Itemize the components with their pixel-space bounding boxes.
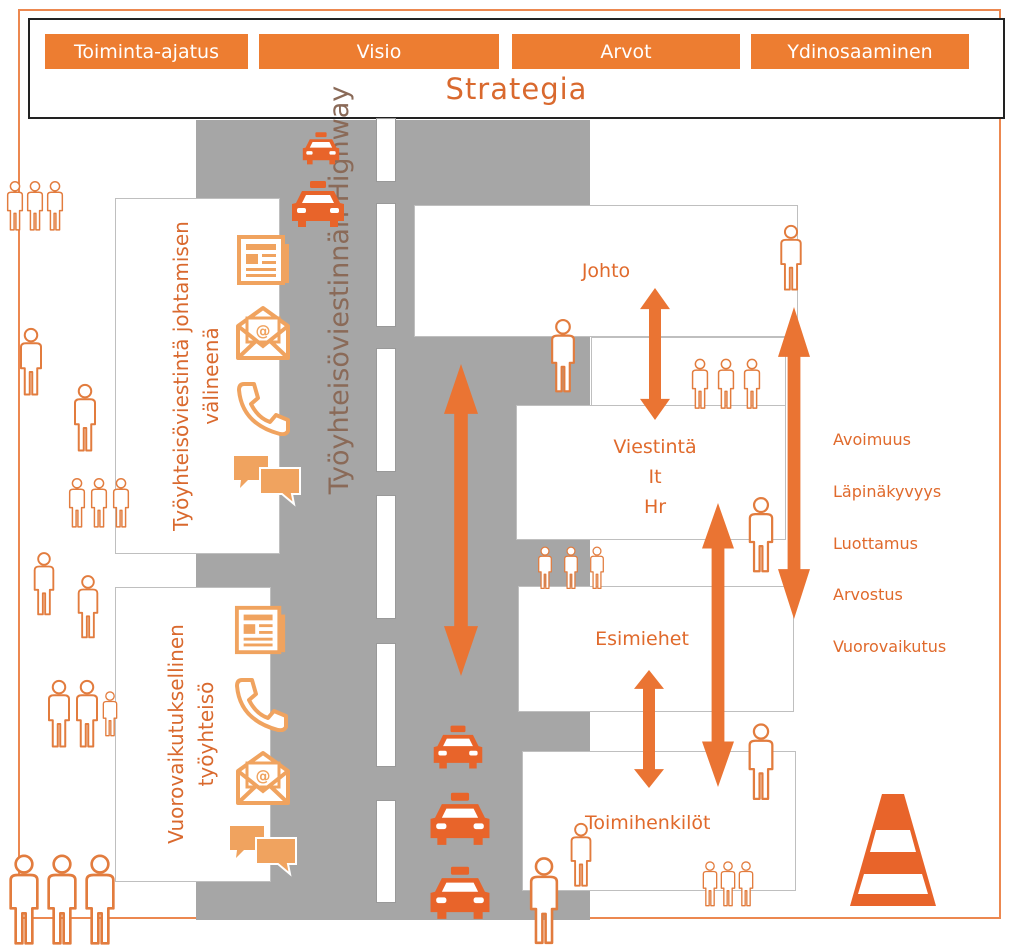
person-icon	[16, 322, 46, 402]
label-esimiehet: Esimiehet	[595, 628, 689, 650]
newspaper-icon	[236, 232, 292, 288]
taxi-icon	[426, 792, 494, 848]
value-luottamus: Luottamus	[833, 534, 918, 553]
double-arrow-icon	[702, 503, 734, 787]
lane-marking	[376, 643, 396, 767]
taxi-icon	[288, 180, 348, 230]
person-icon	[566, 822, 596, 888]
chat-icon	[228, 822, 298, 878]
traffic-cone-icon	[850, 794, 936, 906]
double-arrow-icon	[640, 288, 670, 420]
email-icon	[233, 300, 293, 364]
tag-ydinosaaminen: Ydinosaaminen	[751, 34, 969, 69]
person-icon	[524, 856, 564, 946]
taxi-icon	[300, 132, 342, 166]
chat-icon	[232, 452, 302, 508]
value-arvostus: Arvostus	[833, 585, 903, 604]
label-viestinta: Viestintä	[613, 436, 697, 458]
value-avoimuus: Avoimuus	[833, 430, 911, 449]
tag-toiminta-ajatus: Toiminta-ajatus	[45, 34, 248, 69]
taxi-icon	[426, 866, 494, 922]
lane-marking	[376, 203, 396, 327]
lane-marking	[376, 800, 396, 903]
value-lapinakyvyys: Läpinäkyvyys	[833, 482, 942, 501]
label-johto: Johto	[581, 260, 631, 282]
double-arrow-icon	[634, 670, 664, 788]
newspaper-icon	[234, 603, 288, 657]
person-icon	[545, 318, 581, 394]
lane-marking	[376, 348, 396, 472]
phone-icon	[236, 380, 292, 436]
person-icon	[70, 378, 100, 458]
taxi-icon	[430, 725, 486, 771]
highway-label: Työyhteisöviestinnän Highway	[324, 85, 355, 495]
box-viestinta-it-hr	[516, 405, 786, 540]
strategy-title: Strategia	[445, 72, 588, 106]
label-toimihenkilot: Toimihenkilöt	[585, 812, 711, 834]
person-icon	[30, 550, 58, 618]
person-icon	[74, 573, 102, 641]
double-arrow-icon	[778, 307, 810, 619]
lane-marking	[376, 118, 396, 182]
value-vuorovaikutus: Vuorovaikutus	[833, 637, 947, 656]
box-esimiehet	[518, 586, 794, 712]
label-it: It	[648, 466, 662, 488]
panel-label-vuorovaikutuksellinen: Vuorovaikutuksellinen työyhteisö	[164, 624, 218, 844]
lane-marking	[376, 495, 396, 619]
phone-icon	[234, 676, 290, 732]
label-hr: Hr	[643, 496, 667, 518]
person-icon	[744, 496, 778, 574]
person-icon	[744, 722, 778, 802]
email-icon	[233, 746, 293, 808]
panel-label-johtamisen-valineena: Työyhteisöviestintä johtamisen välineenä	[169, 221, 223, 531]
tag-arvot: Arvot	[512, 34, 740, 69]
person-icon	[776, 224, 806, 292]
label-support-functions: Viestintä It Hr	[600, 432, 710, 522]
double-arrow-icon	[444, 364, 478, 676]
tag-visio: Visio	[259, 34, 499, 69]
box-johto	[414, 205, 798, 337]
